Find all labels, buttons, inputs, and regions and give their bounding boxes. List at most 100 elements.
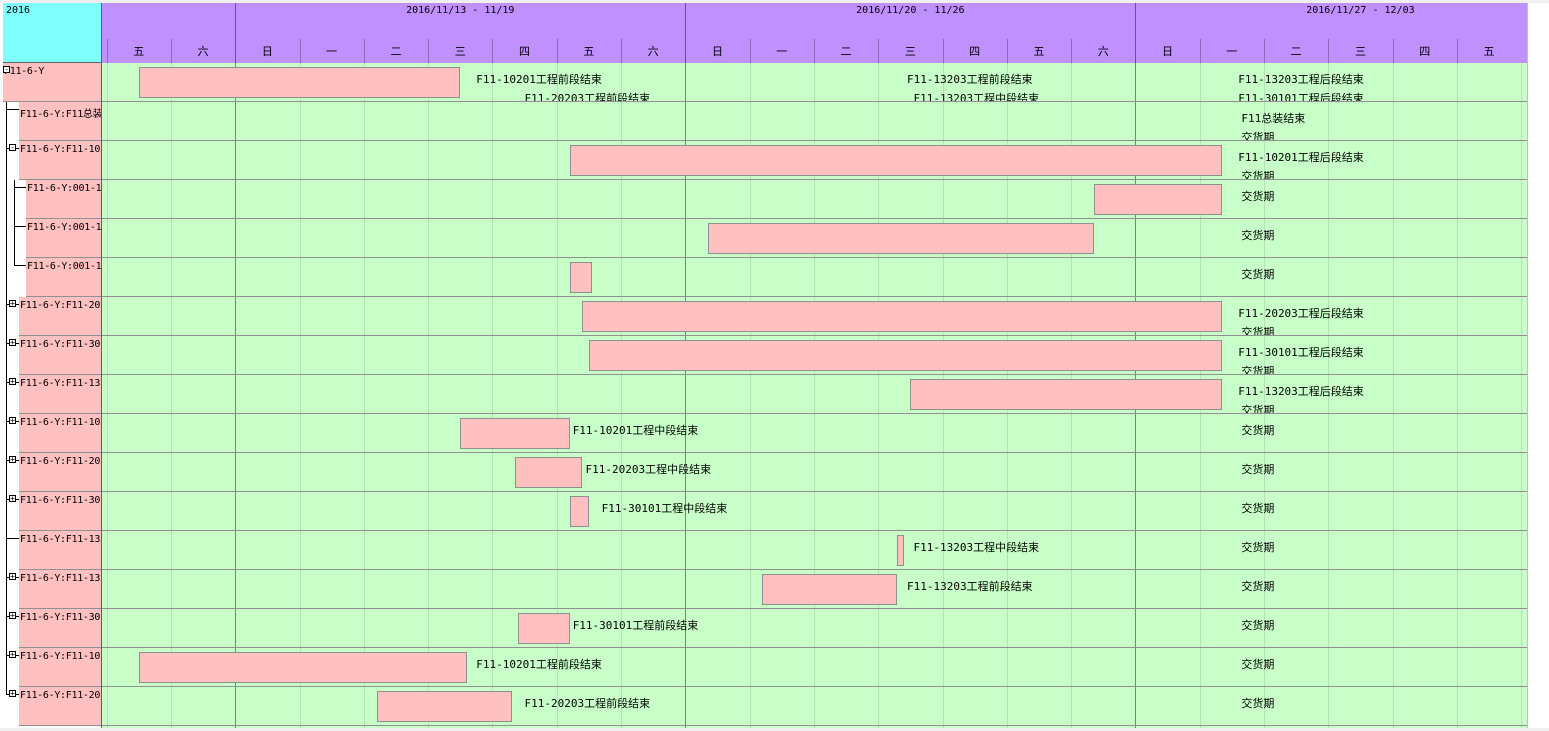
expand-toggle-icon[interactable]: + bbox=[9, 572, 16, 581]
expand-toggle-icon[interactable]: + bbox=[9, 611, 16, 620]
circle-line-icon[interactable] bbox=[451, 653, 469, 671]
triangle-icon[interactable] bbox=[1216, 614, 1234, 632]
expand-toggle-icon[interactable]: + bbox=[9, 455, 16, 464]
tree-row-cell[interactable]: F11-6-Y:F11-13203 bbox=[19, 570, 101, 609]
triangle-icon[interactable] bbox=[1216, 419, 1234, 437]
task-bar[interactable] bbox=[707, 223, 1094, 254]
collapse-toggle-icon[interactable]: - bbox=[9, 143, 16, 152]
triangle-icon[interactable] bbox=[1216, 575, 1234, 593]
tree-row[interactable]: F11-6-Y- bbox=[3, 63, 101, 102]
star-filled-icon[interactable] bbox=[1213, 302, 1231, 320]
task-bar[interactable] bbox=[1093, 184, 1223, 215]
expand-toggle-icon[interactable]: + bbox=[9, 650, 16, 659]
tree-row-cell[interactable]: F11-6-Y bbox=[3, 63, 101, 102]
task-bar[interactable] bbox=[376, 691, 512, 722]
expand-toggle-icon[interactable]: + bbox=[9, 377, 16, 386]
tree-row-cell[interactable]: F11-6-Y:F11总装 bbox=[19, 102, 101, 141]
tree-row[interactable]: F11-6-Y:001-10201 bbox=[3, 258, 101, 297]
expand-toggle-icon[interactable]: + bbox=[9, 494, 16, 503]
task-bar[interactable] bbox=[582, 301, 1223, 332]
expand-toggle-icon[interactable]: + bbox=[9, 416, 16, 425]
triangle-icon[interactable] bbox=[1216, 185, 1234, 203]
task-bar[interactable] bbox=[569, 262, 593, 293]
tree-row[interactable]: F11-6-Y:F11-10201+ bbox=[3, 648, 101, 687]
triangle-icon[interactable] bbox=[1216, 399, 1234, 413]
task-bar[interactable] bbox=[514, 457, 583, 488]
tree-connector bbox=[6, 219, 7, 258]
tree-row-cell[interactable]: F11-6-Y:001-10201 bbox=[26, 219, 101, 258]
tree-row-cell[interactable]: F11-6-Y:F11-20203 bbox=[19, 297, 101, 336]
tree-row-cell[interactable]: F11-6-Y:F11-13203 bbox=[19, 375, 101, 414]
triangle-icon[interactable] bbox=[1216, 692, 1234, 710]
star6-filled-icon[interactable] bbox=[1213, 68, 1231, 86]
bullseye-icon[interactable] bbox=[548, 419, 566, 437]
star-icon[interactable] bbox=[499, 692, 517, 710]
task-bar[interactable] bbox=[569, 496, 589, 527]
tree-row[interactable]: F11-6-Y:001-10201 bbox=[3, 180, 101, 219]
star6-icon[interactable] bbox=[882, 68, 900, 86]
star6-icon[interactable] bbox=[882, 575, 900, 593]
tree-row[interactable]: F11-6-Y:F11-13203+ bbox=[3, 375, 101, 414]
triangle-icon[interactable] bbox=[1216, 497, 1234, 515]
star6-icon[interactable] bbox=[888, 87, 906, 101]
triangle-icon[interactable] bbox=[1216, 653, 1234, 671]
task-bar[interactable] bbox=[569, 145, 1223, 176]
tree-row-cell[interactable]: F11-6-Y:001-10201 bbox=[26, 258, 101, 297]
tree-row[interactable]: F11-6-Y:F11-30101+ bbox=[3, 609, 101, 648]
tree-row-cell[interactable]: F11-6-Y:F11-30101 bbox=[19, 492, 101, 531]
triangle-icon[interactable] bbox=[1216, 360, 1234, 374]
triangle-icon[interactable] bbox=[1216, 458, 1234, 476]
square-x-icon[interactable] bbox=[577, 497, 595, 515]
task-bar[interactable] bbox=[588, 340, 1223, 371]
star-icon[interactable] bbox=[499, 87, 517, 101]
triangle-icon[interactable] bbox=[1216, 263, 1234, 281]
expand-toggle-icon[interactable]: + bbox=[9, 338, 16, 347]
expand-toggle-icon[interactable]: + bbox=[9, 299, 16, 308]
tree-row[interactable]: F11-6-Y:F11-20203+ bbox=[3, 453, 101, 492]
tree-row[interactable]: F11-6-Y:F11-30101+ bbox=[3, 336, 101, 375]
tree-row-cell[interactable]: F11-6-Y:F11-20203 bbox=[19, 453, 101, 492]
tree-row-cell[interactable]: F11-6-Y:001-10201 bbox=[26, 180, 101, 219]
task-bar[interactable] bbox=[518, 613, 570, 644]
vertical-scrollbar[interactable] bbox=[1527, 3, 1549, 728]
circle-icon[interactable] bbox=[451, 68, 469, 86]
square-filled-icon[interactable] bbox=[1213, 341, 1231, 359]
tree-row[interactable]: F11-6-Y:F11-20203+ bbox=[3, 297, 101, 336]
square-filled-icon[interactable] bbox=[1213, 87, 1231, 101]
circle-filled-icon[interactable] bbox=[1213, 146, 1231, 164]
task-bar[interactable] bbox=[138, 67, 461, 98]
tree-row-cell[interactable]: F11-6-Y:F11-20203 bbox=[19, 687, 101, 726]
tree-row-cell[interactable]: F11-6-Y:F11-10201 bbox=[19, 141, 101, 180]
tree-row[interactable]: F11-6-Y:F11-13203 bbox=[3, 531, 101, 570]
tree-row-cell[interactable]: F11-6-Y:F11-30101 bbox=[19, 609, 101, 648]
task-bar[interactable] bbox=[460, 418, 570, 449]
tree-row[interactable]: F11-6-Y:F11-20203+ bbox=[3, 687, 101, 726]
triangle-icon[interactable] bbox=[1216, 321, 1234, 335]
tree-row[interactable]: F11-6-Y:F11-10201+ bbox=[3, 414, 101, 453]
diamond-icon[interactable] bbox=[1216, 107, 1234, 125]
task-bar[interactable] bbox=[138, 652, 467, 683]
tree-row[interactable]: F11-6-Y:F11-13203+ bbox=[3, 570, 101, 609]
task-bar[interactable] bbox=[762, 574, 898, 605]
task-bar[interactable] bbox=[897, 535, 904, 566]
square-icon[interactable] bbox=[548, 614, 566, 632]
triangle-icon[interactable] bbox=[1216, 126, 1234, 140]
tree-row-cell[interactable]: F11-6-Y:F11-10201 bbox=[19, 414, 101, 453]
expand-toggle-icon[interactable]: + bbox=[9, 689, 16, 698]
tree-row[interactable]: F11-6-Y:F11-10201- bbox=[3, 141, 101, 180]
tree-row-cell[interactable]: F11-6-Y:F11-10201 bbox=[19, 648, 101, 687]
tree-row-cell[interactable]: F11-6-Y:F11-13203 bbox=[19, 531, 101, 570]
tree-row-cell[interactable]: F11-6-Y:F11-30101 bbox=[19, 336, 101, 375]
star6-filled-icon[interactable] bbox=[1213, 380, 1231, 398]
star-icon[interactable] bbox=[561, 458, 579, 476]
tree-row[interactable]: F11-6-Y:F11-30101+ bbox=[3, 492, 101, 531]
triangle-icon[interactable] bbox=[1216, 165, 1234, 179]
tree-row[interactable]: F11-6-Y:F11总装 bbox=[3, 102, 101, 141]
tree-row[interactable]: F11-6-Y:001-10201 bbox=[3, 219, 101, 258]
collapse-toggle-icon[interactable]: - bbox=[3, 65, 10, 74]
triangle-icon[interactable] bbox=[1216, 224, 1234, 242]
task-bar[interactable] bbox=[910, 379, 1223, 410]
star6-icon[interactable] bbox=[888, 536, 906, 554]
triangle-icon[interactable] bbox=[1216, 536, 1234, 554]
